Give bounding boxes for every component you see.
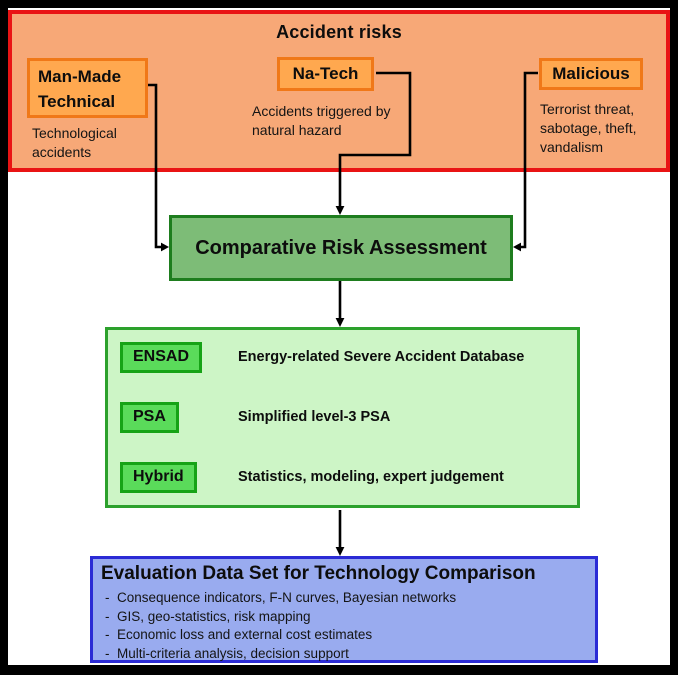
method-row-psa: PSA Simplified level-3 PSA [120, 402, 569, 433]
na-tech-box: Na-Tech [277, 57, 374, 91]
methods-panel: ENSAD Energy-related Severe Accident Dat… [105, 327, 580, 508]
evaluation-bullet-3: - Economic loss and external cost estima… [101, 626, 587, 645]
bullet-dash: - [105, 645, 110, 661]
na-tech-desc: Accidents triggered by natural hazard [252, 103, 391, 138]
diagram-background: Accident risks Man-Made Technical Techno… [8, 8, 670, 665]
comparative-risk-assessment-box: Comparative Risk Assessment [169, 215, 513, 281]
ensad-tag: ENSAD [120, 342, 203, 373]
bullet-dash: - [105, 608, 110, 624]
malicious-desc: Terrorist threat, sabotage, theft, vanda… [540, 101, 637, 155]
evaluation-bullet-text: Multi-criteria analysis, decision suppor… [117, 645, 349, 661]
bullet-dash: - [105, 627, 110, 642]
evaluation-title: Evaluation Data Set for Technology Compa… [101, 563, 536, 584]
evaluation-bullet-text: Economic loss and external cost estimate… [117, 627, 373, 642]
hybrid-tag: Hybrid [120, 462, 197, 493]
bullet-dash: - [105, 590, 110, 605]
psa-tag: PSA [120, 402, 179, 433]
evaluation-box: Evaluation Data Set for Technology Compa… [90, 556, 598, 663]
man-made-technical-desc: Technological accidents [32, 125, 117, 160]
malicious-box: Malicious [539, 58, 643, 90]
ensad-desc: Energy-related Severe Accident Database [238, 349, 525, 365]
method-row-ensad: ENSAD Energy-related Severe Accident Dat… [120, 342, 569, 373]
evaluation-bullet-4: - Multi-criteria analysis, decision supp… [101, 645, 587, 664]
accident-risks-title: Accident risks [276, 22, 402, 42]
evaluation-bullet-text: GIS, geo-statistics, risk mapping [117, 608, 311, 624]
evaluation-bullet-2: - GIS, geo-statistics, risk mapping [101, 608, 587, 627]
hybrid-desc: Statistics, modeling, expert judgement [238, 469, 504, 485]
psa-desc: Simplified level-3 PSA [238, 409, 391, 425]
evaluation-bullet-1: - Consequence indicators, F-N curves, Ba… [101, 589, 587, 608]
man-made-technical-box: Man-Made Technical [27, 58, 148, 118]
accident-risks-section: Accident risks Man-Made Technical Techno… [8, 10, 670, 172]
evaluation-bullet-text: Consequence indicators, F-N curves, Baye… [117, 590, 457, 605]
method-row-hybrid: Hybrid Statistics, modeling, expert judg… [120, 462, 569, 493]
